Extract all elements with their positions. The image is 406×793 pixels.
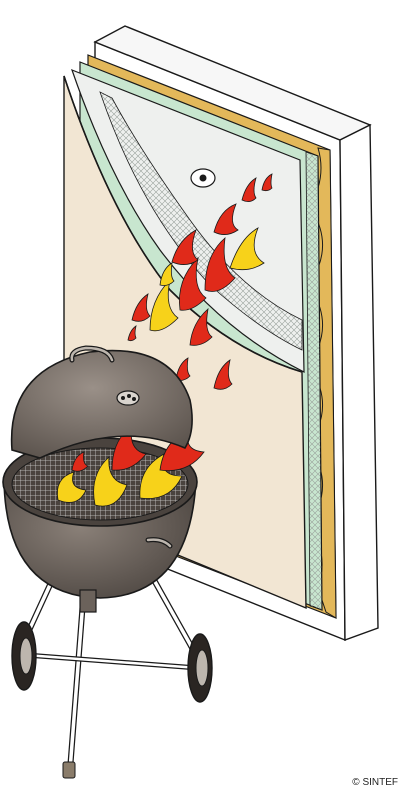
flame (179, 256, 207, 311)
flame (111, 425, 147, 471)
lid-vent (116, 390, 140, 406)
ash-vent (79, 589, 97, 613)
flame (149, 278, 179, 332)
credit-label: © SINTEF (352, 777, 398, 788)
grill-lid (10, 349, 193, 459)
flame (71, 451, 89, 472)
leg-foot (62, 761, 76, 779)
flame (213, 203, 239, 235)
flame (204, 237, 236, 292)
flame (229, 227, 265, 271)
flame (131, 293, 151, 322)
flame (175, 357, 191, 381)
board-side-mesh (305, 151, 323, 611)
flame (213, 359, 233, 390)
flame (159, 262, 175, 286)
flame (171, 229, 199, 265)
flame (127, 325, 137, 342)
flame (261, 173, 273, 192)
flame (189, 307, 213, 346)
mesh-layer-grid (99, 91, 303, 351)
flame (93, 456, 128, 507)
charcoal-grill (2, 345, 213, 779)
flame (241, 177, 257, 202)
flame (56, 471, 87, 503)
wall-slab-side (339, 123, 379, 641)
flame (159, 429, 205, 471)
flames (127, 173, 273, 390)
